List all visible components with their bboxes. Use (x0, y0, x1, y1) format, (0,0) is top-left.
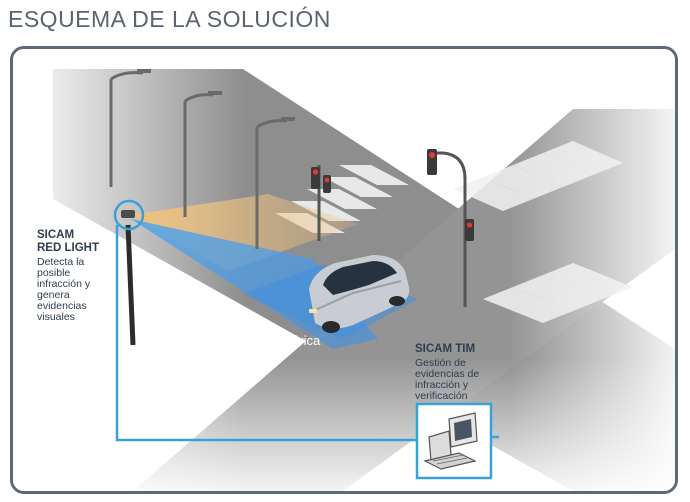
sicam-tim-description: Gestión de evidencias de infracción y ve… (415, 357, 480, 402)
sicam-red-light-label: SICAM RED LIGHT Detecta la posible infra… (37, 229, 115, 323)
sicam-tim-label: SICAM TIM Gestión de evidencias de infra… (415, 343, 495, 402)
camera-to-tim-connector (115, 225, 417, 442)
camera-pole-icon (121, 210, 136, 346)
page-title: ESQUEMA DE LA SOLUCIÓN (8, 6, 331, 32)
intersection-scene (13, 49, 675, 491)
intersection-label: Intersección semafórica (183, 333, 321, 348)
camera-highlight-ring (113, 199, 145, 231)
computer-icon (423, 412, 478, 470)
crosswalk-bottom (483, 263, 633, 323)
sicam-tim-title: SICAM TIM (415, 343, 476, 355)
traffic-light-icon (311, 165, 331, 241)
crosswalk-right (453, 141, 623, 211)
car-icon (309, 255, 410, 333)
traffic-light-icon (427, 149, 474, 307)
street-lamp-head (208, 91, 222, 95)
sicam-red-light-description: Detecta la posible infracción y genera e… (37, 256, 91, 323)
street-lamp-head (281, 117, 295, 121)
sicam-red-light-title-2: RED LIGHT (37, 242, 99, 254)
street-lamp-head (137, 69, 151, 73)
stop-line-detection-beam (131, 194, 358, 271)
sicam-red-light-title-1: SICAM (37, 229, 75, 241)
solution-diagram-frame: SICAM RED LIGHT Detecta la posible infra… (10, 46, 678, 494)
